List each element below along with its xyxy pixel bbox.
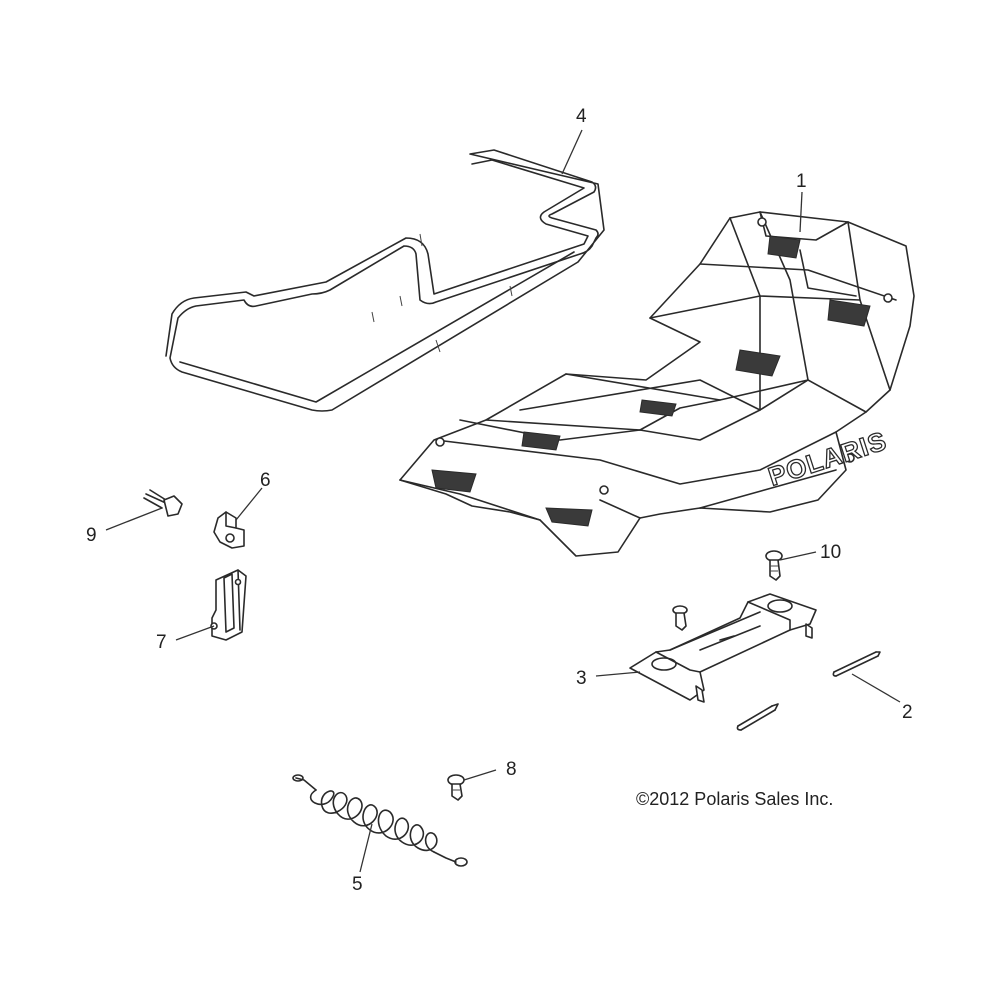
coil-tether xyxy=(292,774,468,867)
callout-8: 8 xyxy=(506,759,517,780)
screw-bracket xyxy=(672,605,688,631)
callout-5: 5 xyxy=(352,874,363,895)
rear-rack: POLARIS xyxy=(399,211,915,557)
callout-10: 10 xyxy=(820,542,841,563)
callout-1: 1 xyxy=(796,171,807,192)
screw-10 xyxy=(765,550,783,581)
callout-6: 6 xyxy=(260,470,271,491)
copyright-notice: ©2012 Polaris Sales Inc. xyxy=(636,789,834,809)
mounting-bracket xyxy=(629,593,817,703)
callout-numbers: 1 2 3 4 5 6 7 8 9 10 xyxy=(86,106,913,895)
latch-bracket xyxy=(213,511,245,549)
pin-2 xyxy=(832,651,881,677)
callout-4: 4 xyxy=(576,106,587,127)
callout-3: 3 xyxy=(576,668,587,689)
screw-8 xyxy=(447,774,465,801)
callout-9: 9 xyxy=(86,525,97,546)
gasket-seal xyxy=(165,149,605,412)
callout-2: 2 xyxy=(902,702,913,723)
latch-plate xyxy=(210,569,247,641)
push-clip xyxy=(143,489,183,517)
leader-lines xyxy=(105,129,901,873)
callout-7: 7 xyxy=(156,632,167,653)
pin-lower xyxy=(736,703,779,731)
